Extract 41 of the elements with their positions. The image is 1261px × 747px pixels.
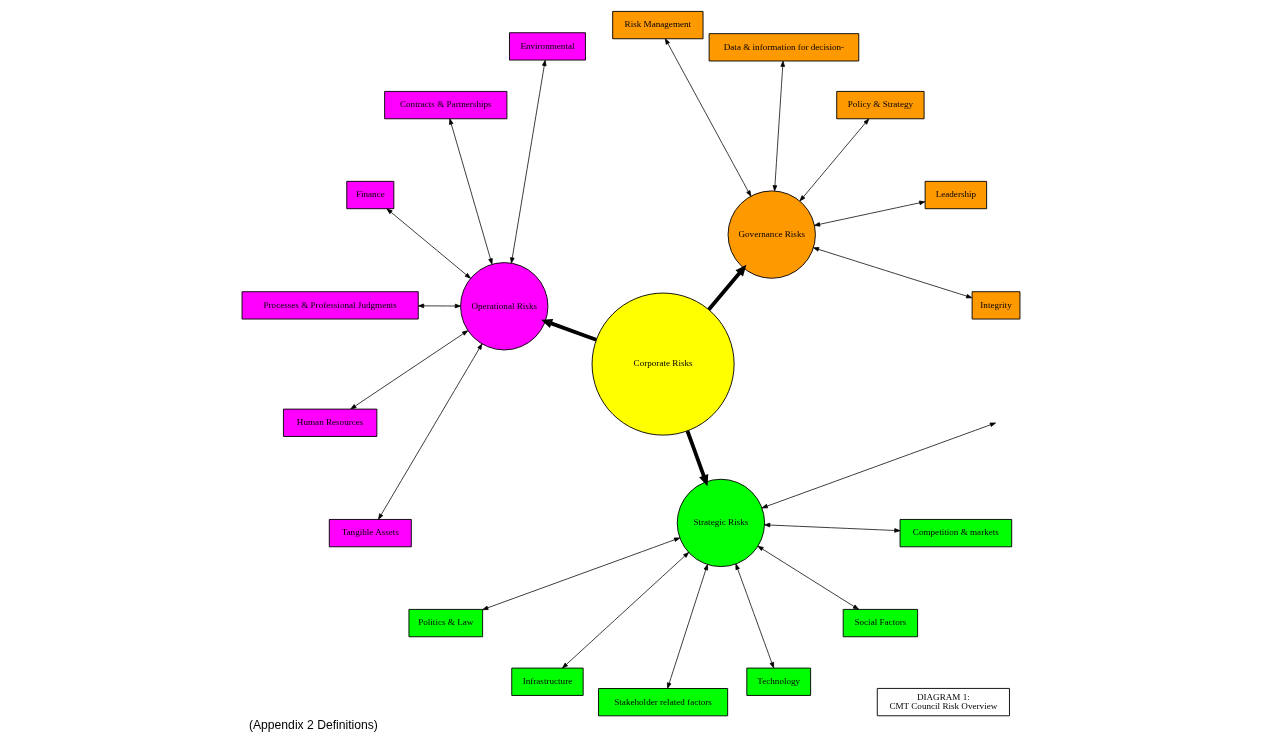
node-circle: Corporate Risks <box>591 292 735 436</box>
node-box: Social Factors <box>842 608 918 638</box>
arrow <box>481 537 680 611</box>
node-box: Risk Management <box>611 10 703 40</box>
arrow <box>561 552 689 669</box>
node-box: Environmental <box>508 32 586 61</box>
arrow <box>509 59 546 264</box>
arrow <box>706 264 746 311</box>
node-box: Infrastructure <box>510 667 584 696</box>
arrow <box>812 247 972 299</box>
arrow <box>763 522 900 533</box>
node-box: Contracts & Partnerships <box>383 90 507 120</box>
arrow <box>685 430 708 487</box>
node-box: Finance <box>345 180 394 210</box>
arrow <box>540 318 597 342</box>
arrow <box>664 38 751 197</box>
arrow <box>757 545 859 610</box>
node-box: Human Resources <box>282 408 377 437</box>
arrow <box>735 563 774 669</box>
caption: (Appendix 2 Definitions) <box>248 717 378 732</box>
node-box: Competition & markets <box>899 519 1012 548</box>
arrow <box>377 343 482 520</box>
arrow <box>417 303 461 309</box>
node-box: Data & information for decision- <box>708 33 859 62</box>
arrow <box>813 200 925 227</box>
node-box: Processes & Professional Judgments <box>241 291 419 320</box>
node-box: Politics & Law <box>408 608 483 638</box>
arrow <box>799 118 869 202</box>
arrow <box>666 564 708 689</box>
node-box: Policy & Strategy <box>835 90 925 120</box>
node-box: Tangible Assets <box>328 519 412 548</box>
node-box: DIAGRAM 1: CMT Council Risk Overview <box>876 687 1010 717</box>
arrow <box>772 60 785 192</box>
arrow <box>386 208 471 279</box>
arrow <box>448 118 493 265</box>
node-box: Technology <box>745 667 811 696</box>
node-box: Leadership <box>924 180 987 210</box>
node-box: Integrity <box>971 291 1020 320</box>
node-box: Stakeholder related factors <box>597 688 728 717</box>
arrow <box>349 330 468 410</box>
arrow <box>761 422 996 509</box>
